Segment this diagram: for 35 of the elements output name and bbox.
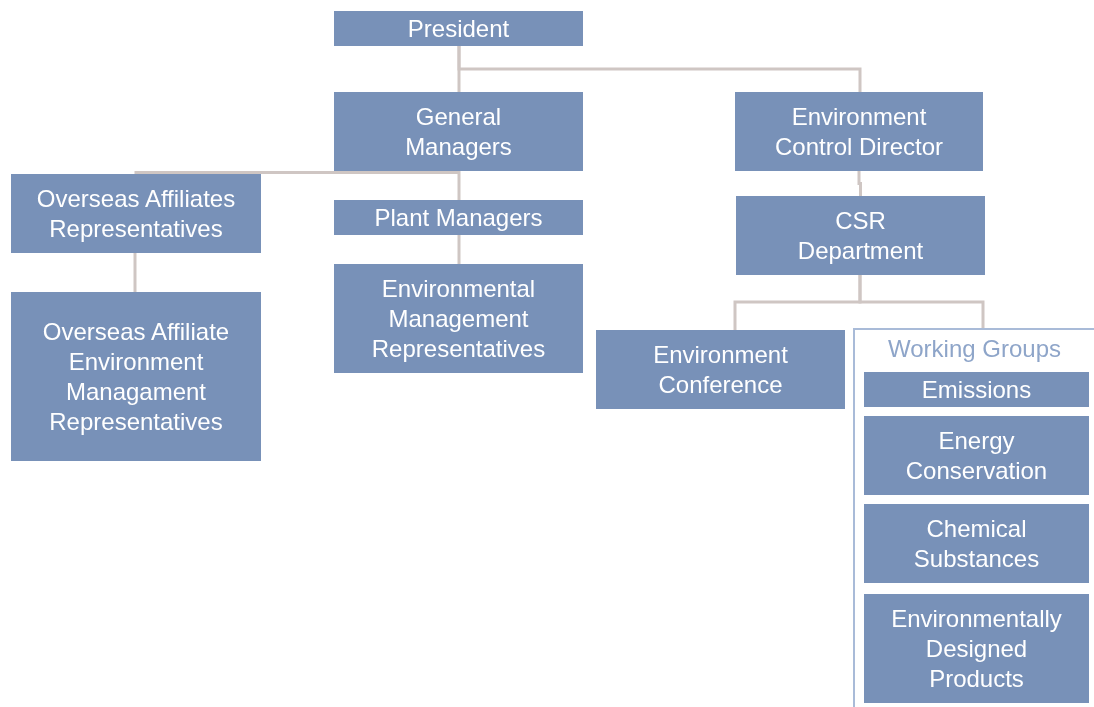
org-box (596, 330, 845, 409)
box-label: Environment Control Director (773, 101, 944, 162)
box-label: Chemical Substances (912, 513, 1041, 574)
group-panel (853, 328, 1094, 707)
connector-line (457, 46, 862, 92)
org-box (334, 11, 583, 46)
org-box (735, 92, 983, 171)
org-box (864, 594, 1089, 703)
connector-line (858, 275, 985, 328)
org-box (736, 196, 985, 275)
connector-line (133, 253, 137, 292)
org-box (334, 264, 583, 373)
box-label: Environmentally Designed Products (890, 603, 1063, 694)
box-label: Overseas Affiliates Representatives (35, 183, 237, 244)
org-box (864, 416, 1089, 495)
box-label: CSR Department (796, 205, 925, 266)
box-label: Energy Conservation (904, 425, 1049, 486)
org-box (864, 504, 1089, 583)
connector-line (457, 171, 461, 200)
box-label: Environmental Management Representatives (370, 273, 547, 364)
connector-line (457, 235, 461, 264)
box-label: General Managers (404, 101, 513, 162)
box-label: Plant Managers (374, 202, 543, 233)
box-label: Overseas Affiliate Environment Managament Representatives (41, 316, 231, 437)
org-box (11, 174, 261, 253)
box-label: Emissions (921, 374, 1032, 405)
box-label: Environment Conference (652, 339, 789, 400)
group-title: Working Groups (887, 334, 1062, 364)
connector-line (857, 171, 862, 196)
org-box (334, 92, 583, 171)
org-box (334, 200, 583, 235)
org-box (864, 372, 1089, 407)
org-box (11, 292, 261, 461)
connector-line (134, 169, 460, 176)
box-label: President (407, 13, 510, 44)
